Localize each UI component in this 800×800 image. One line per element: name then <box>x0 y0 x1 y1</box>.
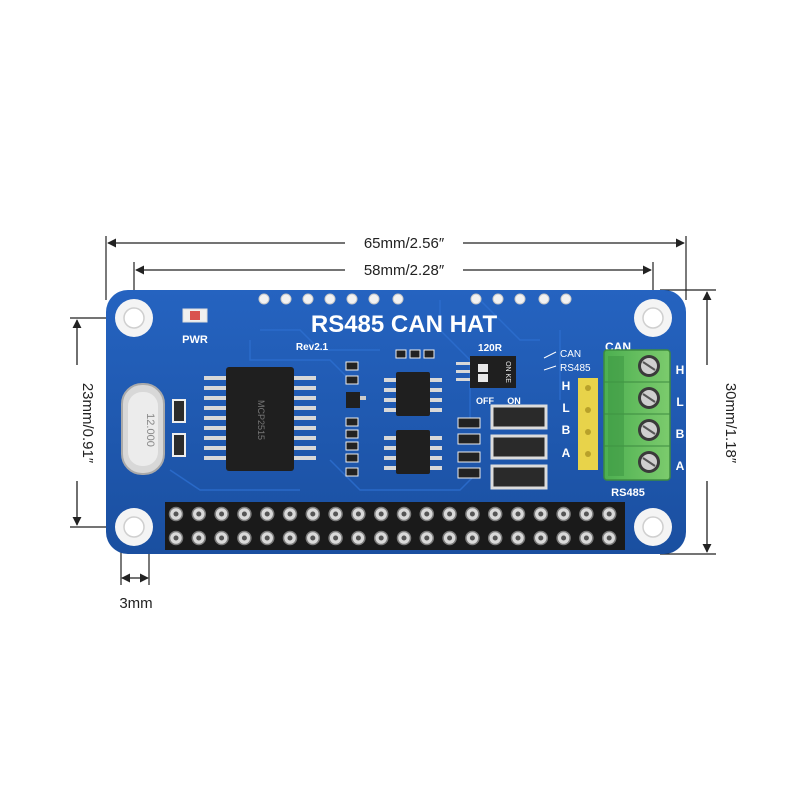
header-pin-h: H <box>562 379 571 393</box>
gpio-pin-center <box>219 535 225 541</box>
gpio-pin-center <box>401 535 407 541</box>
gpio-pin-center <box>492 535 498 541</box>
crystal-oscillator: 12.000 <box>121 383 165 475</box>
selector-can-label: CAN <box>560 349 581 360</box>
switch-off-label: OFF <box>476 396 494 406</box>
switch-on-label: ON <box>507 396 521 406</box>
terminal-screw-3[interactable] <box>638 419 660 441</box>
gpio-pin-center <box>515 535 521 541</box>
gpio-pin-center <box>264 511 270 517</box>
terminal-screw-1[interactable] <box>638 355 660 377</box>
gpio-pin-center <box>219 511 225 517</box>
gpio-pin-center <box>561 535 567 541</box>
gpio-pin-center <box>264 535 270 541</box>
rs485-can-pin-header <box>578 378 598 470</box>
top-small-components <box>395 349 435 359</box>
gpio-pin-center <box>515 511 521 517</box>
overall-height-label: 30mm/1.18″ <box>722 383 739 464</box>
gpio-pin-center <box>241 511 247 517</box>
gpio-pin-center <box>606 511 612 517</box>
terminal-screw-4[interactable] <box>638 451 660 473</box>
mounting-holes <box>115 299 672 546</box>
gpio-pin-center <box>355 511 361 517</box>
resistor-column <box>345 361 366 477</box>
header-pin-l: L <box>562 401 569 415</box>
hole-width-label-bg <box>345 259 463 279</box>
gpio-pin-center <box>424 511 430 517</box>
gpio-pin-center <box>333 511 339 517</box>
terminal-pin-a: A <box>676 459 685 473</box>
dip-switch-text: ON KE <box>504 361 511 383</box>
gpio-pin-center <box>333 535 339 541</box>
overall-height-label-bg <box>696 365 718 481</box>
gpio-pin-center <box>538 535 544 541</box>
pcb-board: PWR RS485 CAN HAT Rev2.1 12.000 <box>106 290 686 554</box>
gpio-pin-center <box>538 511 544 517</box>
gpio-pin-center <box>310 511 316 517</box>
gpio-pin-center <box>561 511 567 517</box>
gpio-pin-center <box>492 511 498 517</box>
gpio-pin-center <box>196 535 202 541</box>
screw-terminal-block[interactable] <box>603 349 671 481</box>
pwr-led <box>182 308 208 323</box>
pcb-traces <box>169 299 561 491</box>
resistor-label: 120R <box>478 343 503 354</box>
gpio-pin-center <box>355 535 361 541</box>
terminal-pin-l: L <box>676 395 683 409</box>
hole-width-label: 58mm/2.28″ <box>364 262 445 279</box>
hole-height-label-bg <box>66 365 88 481</box>
gpio-pin-center <box>241 535 247 541</box>
overall-width-label: 65mm/2.56″ <box>364 235 445 252</box>
gpio-pin-center <box>424 535 430 541</box>
header-pin-a: A <box>562 446 571 460</box>
pwr-label: PWR <box>182 334 208 346</box>
selector-leader-lines <box>543 351 557 371</box>
gpio-pin-center <box>378 535 384 541</box>
gpio-pin-center <box>378 511 384 517</box>
overall-width-label-bg <box>345 232 463 252</box>
mcp2515-chip: MCP2515 <box>204 367 316 471</box>
crystal-text: 12.000 <box>144 413 156 447</box>
selector-rs485-label: RS485 <box>560 363 591 374</box>
gpio-pin-center <box>469 511 475 517</box>
terminal-pin-b: B <box>676 427 685 441</box>
terminal-screw-2[interactable] <box>638 387 660 409</box>
gpio-pin-center <box>287 535 293 541</box>
tvs-diodes <box>457 404 548 490</box>
hole-height-label: 23mm/0.91″ <box>79 383 96 464</box>
dip-switch-120r[interactable]: ON KE <box>456 356 516 388</box>
gpio-pin-center <box>310 535 316 541</box>
gpio-pin-center <box>401 511 407 517</box>
gpio-pin-center <box>287 511 293 517</box>
board-title: RS485 CAN HAT <box>311 311 498 338</box>
gpio-pin-center <box>583 535 589 541</box>
gpio-pin-center <box>173 511 179 517</box>
revision-label: Rev2.1 <box>296 342 329 353</box>
ic-main-text: MCP2515 <box>256 400 266 440</box>
gpio-pin-center <box>447 535 453 541</box>
terminal-pin-h: H <box>676 363 685 377</box>
top-pads <box>258 293 572 305</box>
dimension-annotations: 65mm/2.56″ 58mm/2.28″ 23mm/0.91″ 30mm/1.… <box>66 232 739 612</box>
rs485-label: RS485 <box>611 487 645 499</box>
gpio-pin-center <box>173 535 179 541</box>
gpio-pin-center <box>196 511 202 517</box>
gpio-40-pin-header <box>165 502 625 550</box>
gpio-pin-center <box>606 535 612 541</box>
transceiver-chip-1 <box>384 372 442 416</box>
gpio-header-body <box>165 502 625 550</box>
header-pin-b: B <box>562 423 571 437</box>
small-capacitors <box>172 399 186 457</box>
gpio-pin-center <box>447 511 453 517</box>
offset-label: 3mm <box>119 595 152 612</box>
gpio-pin-center <box>469 535 475 541</box>
transceiver-chip-2 <box>384 430 442 474</box>
gpio-pin-center <box>583 511 589 517</box>
